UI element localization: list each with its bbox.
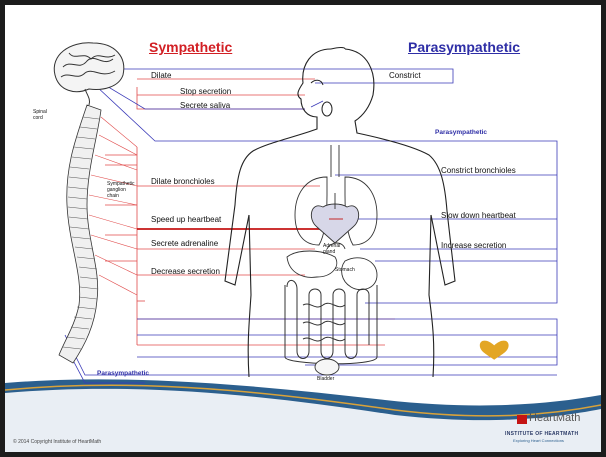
label-slow-down-heartbeat: Slow down heartbeat <box>441 211 516 220</box>
spine <box>59 105 101 363</box>
eye-ear <box>311 80 332 116</box>
label-stomach: Stomach <box>335 267 355 273</box>
parasympathetic-tag-bottom: Parasympathetic <box>97 370 149 377</box>
heartmath-logo-mark <box>517 415 527 424</box>
heart <box>311 193 358 243</box>
label-speed-up-heartbeat: Speed up heartbeat <box>151 215 221 224</box>
label-constrict-bronchioles: Constrict bronchioles <box>441 166 516 175</box>
heartmath-brand: HeartMath <box>529 412 580 424</box>
bladder-shape <box>315 359 339 375</box>
diagram-lines <box>5 5 601 452</box>
label-increase-secretion: Increase secretion <box>441 241 506 250</box>
label-stop-secretion: Stop secretion <box>180 87 231 96</box>
parasympathetic-heading: Parasympathetic <box>408 39 520 55</box>
label-dilate-bronchioles: Dilate bronchioles <box>151 177 215 186</box>
copyright-text: © 2014 Copyright Institute of HeartMath <box>13 439 101 445</box>
label-spinal-cord: Spinal cord <box>33 109 55 121</box>
sympathetic-heading: Sympathetic <box>149 39 232 55</box>
label-sympathetic-ganglion-chain: Sympathetic ganglion chain <box>107 181 137 199</box>
label-adrenal-gland: Adrenal gland <box>323 243 347 255</box>
brain <box>54 43 124 105</box>
intestines <box>285 280 377 363</box>
label-decrease-secretion: Decrease secretion <box>151 267 220 276</box>
label-secrete-adrenaline: Secrete adrenaline <box>151 239 218 248</box>
label-secrete-saliva: Secrete saliva <box>180 101 230 110</box>
label-constrict: Constrict <box>389 71 421 80</box>
parasympathetic-tag-top: Parasympathetic <box>435 129 487 136</box>
label-dilate: Dilate <box>151 71 171 80</box>
institute-tagline: Exploring Heart Connections <box>513 438 564 443</box>
slide: Sympathetic Parasympathetic Dilate Stop … <box>5 5 601 452</box>
label-bladder: Bladder <box>317 376 334 382</box>
institute-name: INSTITUTE OF HEARTMATH <box>505 431 578 437</box>
